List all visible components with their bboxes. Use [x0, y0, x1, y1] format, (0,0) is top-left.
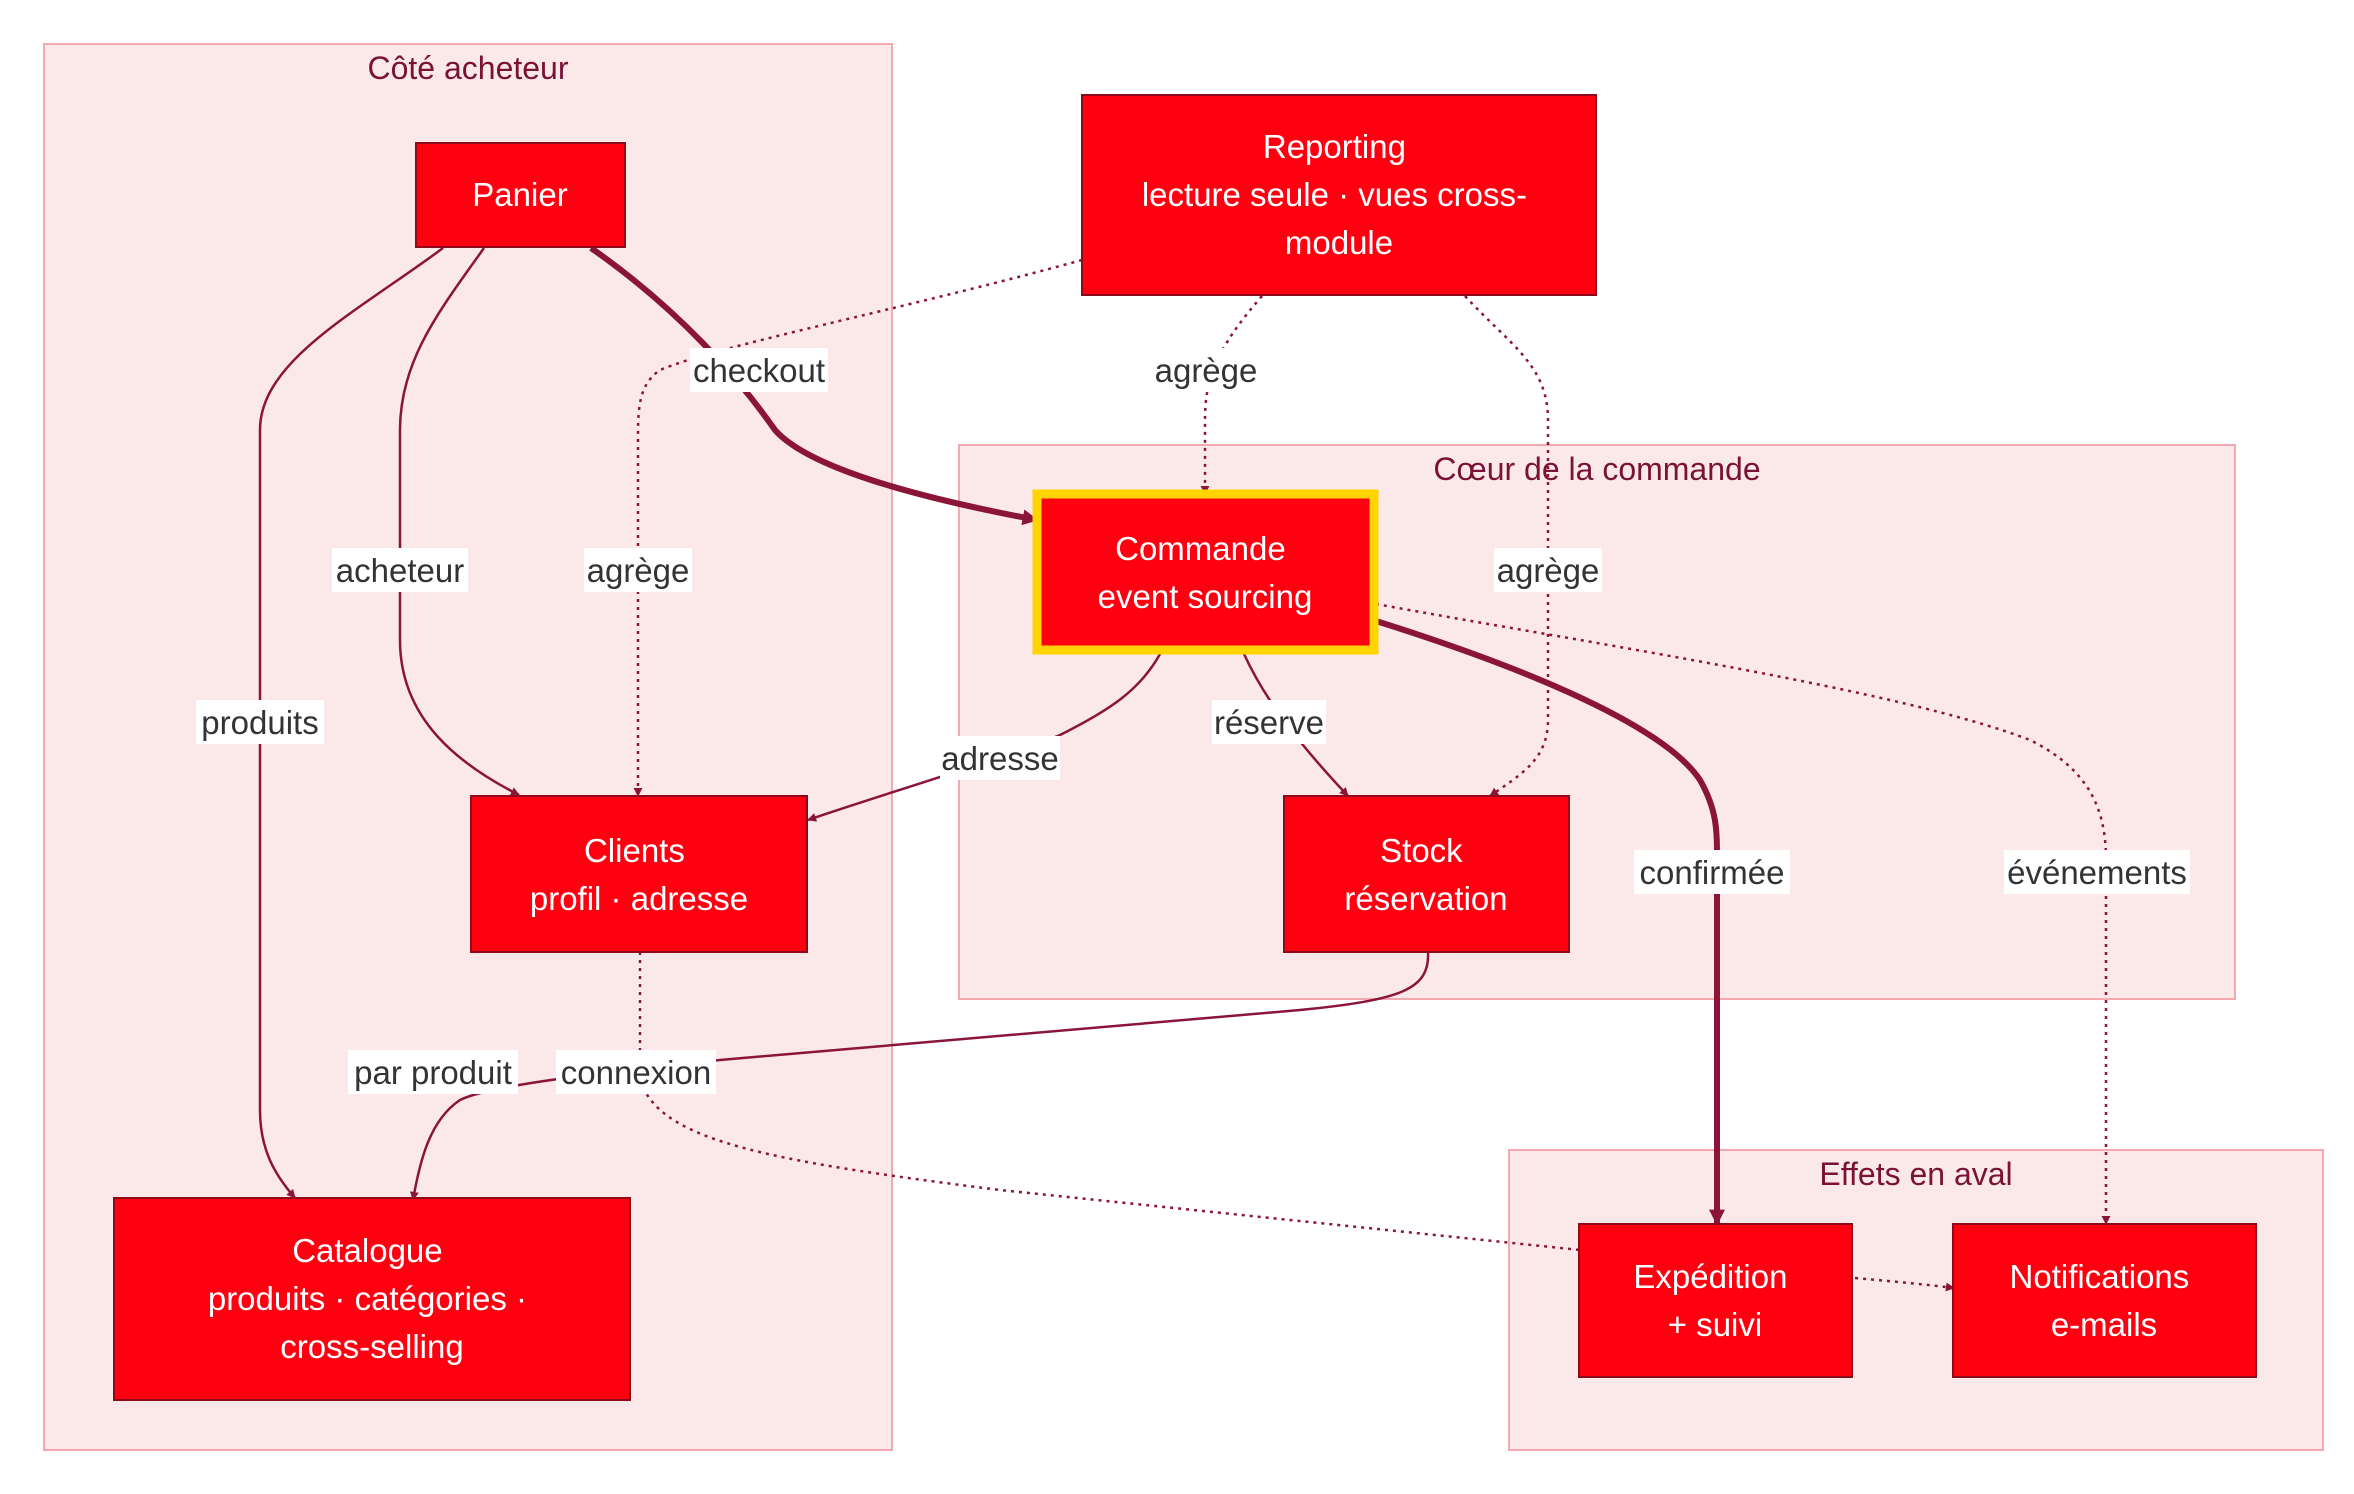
cluster-effets-en-aval-label: Effets en aval — [1819, 1156, 2012, 1192]
node-reporting-line-1: Reporting — [1263, 128, 1406, 165]
edge-acheteur — [398, 247, 520, 797]
edge-agrege-commande — [1200, 295, 1263, 495]
node-catalogue-line-2: produits · catégories · — [208, 1280, 527, 1317]
edge-label-adresse: adresse — [940, 736, 1060, 780]
svg-text:Panier: Panier — [472, 176, 567, 213]
edge-label-evenements: événements — [2004, 850, 2190, 894]
edge-label-confirmee: confirmée — [1634, 850, 1790, 894]
edge-label-checkout-text: checkout — [693, 352, 825, 389]
edge-labels: checkout agrège acheteur agrège agrège p… — [196, 348, 2190, 1094]
node-stock-line-2: réservation — [1344, 880, 1507, 917]
node-notifications[interactable]: Notifications e-mails — [1952, 1223, 2257, 1378]
node-panier[interactable]: Panier — [415, 142, 626, 248]
node-reporting-line-3: module — [1285, 224, 1393, 261]
svg-text:Clients profil · adres: Clients profil · adresse — [530, 832, 748, 917]
node-stock-line-1: Stock — [1380, 832, 1463, 869]
edge-label-agrege-clients-text: agrège — [587, 552, 690, 589]
edge-label-par-produit: par produit — [348, 1050, 518, 1094]
edge-label-produits: produits — [196, 700, 324, 744]
nodes: Panier Reporting lecture seule · vues cr… — [113, 94, 2257, 1401]
svg-text:Stock réservation: Stock réservation — [1344, 832, 1507, 917]
edge-label-acheteur-text: acheteur — [336, 552, 464, 589]
edge-expedition-notifications — [1854, 1276, 1955, 1292]
node-reporting[interactable]: Reporting lecture seule · vues cross- mo… — [1081, 94, 1597, 296]
node-clients-line-2: profil · adresse — [530, 880, 748, 917]
edge-evenements — [1375, 602, 2111, 1225]
svg-text:Expédition + suivi: Expédition + suivi — [1633, 1258, 1796, 1343]
node-commande-line-1: Commande — [1115, 530, 1286, 567]
node-commande-line-2: event sourcing — [1098, 578, 1313, 615]
node-expedition-line-1: Expédition — [1633, 1258, 1787, 1295]
edge-produits — [258, 246, 444, 1199]
edge-label-agrege-commande: agrège — [1150, 348, 1262, 392]
node-catalogue-line-1: Catalogue — [292, 1232, 442, 1269]
node-stock[interactable]: Stock réservation — [1283, 795, 1570, 953]
edge-label-agrege-commande-text: agrège — [1155, 352, 1258, 389]
edge-label-produits-text: produits — [201, 704, 318, 741]
edge-confirmee — [1375, 618, 1725, 1226]
edge-label-reserve-text: réserve — [1214, 704, 1324, 741]
edge-agrege-stock — [1464, 295, 1550, 798]
cluster-coeur-commande-label: Cœur de la commande — [1433, 451, 1760, 487]
edge-label-confirmee-text: confirmée — [1640, 854, 1785, 891]
node-notifications-line-1: Notifications — [2010, 1258, 2190, 1295]
node-catalogue[interactable]: Catalogue produits · catégories · cross-… — [113, 1197, 631, 1401]
node-reporting-line-2: lecture seule · vues cross- — [1142, 176, 1527, 213]
node-clients[interactable]: Clients profil · adresse — [470, 795, 808, 953]
edge-label-par-produit-text: par produit — [354, 1054, 512, 1091]
cluster-cote-acheteur-label: Côté acheteur — [367, 50, 568, 86]
node-expedition[interactable]: Expédition + suivi — [1578, 1223, 1853, 1378]
edge-label-connexion: connexion — [556, 1050, 716, 1094]
edge-checkout — [589, 245, 1039, 526]
node-clients-line-1: Clients — [584, 832, 685, 869]
edge-label-agrege-stock-text: agrège — [1497, 552, 1600, 589]
edge-connexion — [638, 952, 1581, 1252]
edge-label-evenements-text: événements — [2007, 854, 2187, 891]
svg-text:Reporting lecture seul: Reporting lecture seule · vues cross- mo… — [1142, 128, 1536, 261]
node-commande[interactable]: Commande event sourcing — [1032, 489, 1379, 655]
node-notifications-line-2: e-mails — [2051, 1306, 2157, 1343]
svg-text:Catalogue produits · c: Catalogue produits · catégories · cross-… — [208, 1232, 536, 1365]
svg-text:Commande event sourcin: Commande event sourcing — [1098, 530, 1313, 615]
edge-label-reserve: réserve — [1212, 700, 1326, 744]
edge-label-agrege-stock: agrège — [1494, 548, 1602, 592]
svg-text:Notifications e-mails: Notifications e-mails — [2010, 1258, 2199, 1343]
cluster-coeur-commande: Cœur de la commande — [958, 444, 2236, 1000]
node-expedition-line-2: + suivi — [1668, 1306, 1762, 1343]
edge-label-connexion-text: connexion — [561, 1054, 711, 1091]
edge-label-adresse-text: adresse — [941, 740, 1058, 777]
node-panier-line-1: Panier — [472, 176, 567, 213]
edge-label-acheteur: acheteur — [332, 548, 468, 592]
edge-label-checkout: checkout — [690, 348, 828, 392]
node-catalogue-line-3: cross-selling — [280, 1328, 463, 1365]
edge-label-agrege-clients: agrège — [584, 548, 692, 592]
